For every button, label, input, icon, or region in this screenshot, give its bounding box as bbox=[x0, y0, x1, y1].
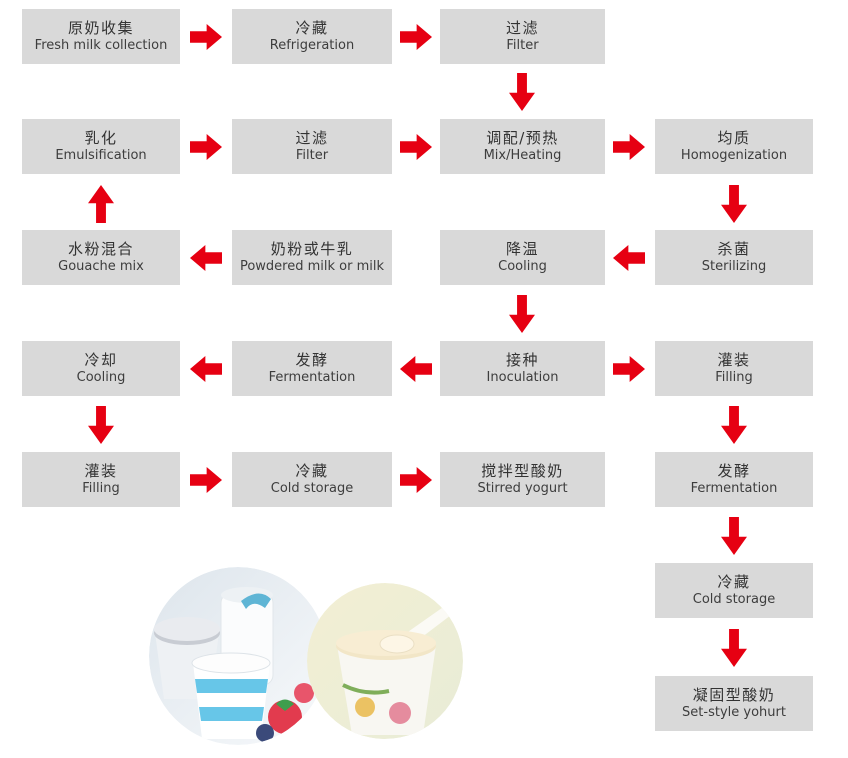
arrow-left-icon bbox=[613, 245, 645, 271]
step-label-zh: 杀菌 bbox=[717, 240, 751, 258]
step-label-zh: 发酵 bbox=[717, 462, 751, 480]
step-label-en: Cold storage bbox=[692, 592, 776, 607]
yogurt-cup-spoon-photo bbox=[307, 583, 463, 739]
flow-step-filling-right: 灌装 Filling bbox=[655, 341, 813, 396]
step-label-en: Cooling bbox=[76, 370, 126, 385]
step-label-en: Gouache mix bbox=[58, 259, 144, 274]
arrow-left-icon bbox=[190, 245, 222, 271]
flow-step-cooling-down: 降温 Cooling bbox=[440, 230, 605, 285]
flow-step-cold-storage-right: 冷藏 Cold storage bbox=[655, 563, 813, 618]
yogurt-cups-illustration bbox=[149, 567, 327, 745]
flow-step-gouache-mix: 水粉混合 Gouache mix bbox=[22, 230, 180, 285]
flow-step-powdered-milk: 奶粉或牛乳 Powdered milk or milk bbox=[232, 230, 392, 285]
step-label-en: Filling bbox=[82, 481, 120, 496]
blue-spoon-icon bbox=[241, 593, 271, 609]
flow-step-filter-top: 过滤 Filter bbox=[440, 9, 605, 64]
arrow-right-icon bbox=[190, 467, 222, 493]
step-label-en: Powdered milk or milk bbox=[239, 259, 385, 274]
step-label-zh: 灌装 bbox=[717, 351, 751, 369]
arrow-up-icon bbox=[88, 185, 114, 223]
arrow-left-icon bbox=[190, 356, 222, 382]
step-label-zh: 过滤 bbox=[505, 19, 539, 37]
step-label-zh: 乳化 bbox=[84, 129, 118, 147]
arrow-down-icon bbox=[721, 517, 747, 555]
flow-step-refrigeration: 冷藏 Refrigeration bbox=[232, 9, 392, 64]
flow-step-cold-storage-mid: 冷藏 Cold storage bbox=[232, 452, 392, 507]
step-label-zh: 调配/预热 bbox=[486, 129, 559, 147]
step-label-en: Sterilizing bbox=[701, 259, 767, 274]
step-label-zh: 凝固型酸奶 bbox=[692, 686, 776, 704]
step-label-en: Homogenization bbox=[680, 148, 788, 163]
step-label-zh: 冷藏 bbox=[295, 19, 329, 37]
flow-step-filter-mid: 过滤 Filter bbox=[232, 119, 392, 174]
arrow-down-icon bbox=[509, 73, 535, 111]
step-label-zh: 冷藏 bbox=[717, 573, 751, 591]
step-label-en: Cooling bbox=[498, 259, 547, 274]
yogurt-cups-photo bbox=[149, 567, 327, 745]
arrow-right-icon bbox=[400, 24, 432, 50]
step-label-zh: 奶粉或牛乳 bbox=[270, 240, 354, 258]
step-label-zh: 水粉混合 bbox=[67, 240, 134, 258]
flow-step-homogenization: 均质 Homogenization bbox=[655, 119, 813, 174]
step-label-zh: 均质 bbox=[717, 129, 751, 147]
flow-step-stirred-yogurt: 搅拌型酸奶 Stirred yogurt bbox=[440, 452, 605, 507]
foil-lid-icon bbox=[154, 617, 220, 641]
arrow-right-icon bbox=[400, 134, 432, 160]
flow-step-fermentation-right: 发酵 Fermentation bbox=[655, 452, 813, 507]
flow-step-filling-left: 灌装 Filling bbox=[22, 452, 180, 507]
step-label-zh: 冷却 bbox=[84, 351, 118, 369]
step-label-en: Cold storage bbox=[270, 481, 354, 496]
flow-step-cooling: 冷却 Cooling bbox=[22, 341, 180, 396]
step-label-en: Filling bbox=[715, 370, 753, 385]
arrow-down-icon bbox=[721, 185, 747, 223]
arrow-right-icon bbox=[613, 134, 645, 160]
flow-step-inoculation: 接种 Inoculation bbox=[440, 341, 605, 396]
step-label-en: Inoculation bbox=[486, 370, 559, 385]
step-label-en: Filter bbox=[506, 38, 539, 53]
step-label-en: Fermentation bbox=[268, 370, 356, 385]
arrow-right-icon bbox=[400, 467, 432, 493]
flow-step-set-style-yogurt: 凝固型酸奶 Set-style yohurt bbox=[655, 676, 813, 731]
yogurt-cup-spoon-illustration bbox=[307, 583, 463, 739]
strawberry-icon bbox=[268, 700, 302, 734]
arrow-down-icon bbox=[509, 295, 535, 333]
step-label-en: Filter bbox=[295, 148, 329, 163]
blueberry-icon bbox=[256, 724, 274, 742]
flow-step-fermentation-mid: 发酵 Fermentation bbox=[232, 341, 392, 396]
step-label-zh: 发酵 bbox=[295, 351, 329, 369]
step-label-en: Emulsification bbox=[55, 148, 147, 163]
flow-step-mix-heating: 调配/预热 Mix/Heating bbox=[440, 119, 605, 174]
step-label-zh: 原奶收集 bbox=[67, 19, 134, 37]
step-label-en: Mix/Heating bbox=[483, 148, 562, 163]
step-label-zh: 降温 bbox=[505, 240, 539, 258]
arrow-right-icon bbox=[190, 134, 222, 160]
arrow-right-icon bbox=[190, 24, 222, 50]
step-label-zh: 冷藏 bbox=[295, 462, 329, 480]
flow-step-fresh-milk-collection: 原奶收集 Fresh milk collection bbox=[22, 9, 180, 64]
step-label-en: Fresh milk collection bbox=[34, 38, 168, 53]
arrow-down-icon bbox=[721, 629, 747, 667]
step-label-zh: 过滤 bbox=[295, 129, 329, 147]
arrow-right-icon bbox=[613, 356, 645, 382]
flow-step-emulsification: 乳化 Emulsification bbox=[22, 119, 180, 174]
step-label-zh: 灌装 bbox=[84, 462, 118, 480]
step-label-en: Stirred yogurt bbox=[477, 481, 568, 496]
step-label-en: Set-style yohurt bbox=[682, 705, 786, 720]
step-label-en: Refrigeration bbox=[269, 38, 355, 53]
step-label-zh: 搅拌型酸奶 bbox=[481, 462, 564, 480]
arrow-left-icon bbox=[400, 356, 432, 382]
arrow-down-icon bbox=[88, 406, 114, 444]
step-label-zh: 接种 bbox=[505, 351, 539, 369]
arrow-down-icon bbox=[721, 406, 747, 444]
flow-step-sterilizing: 杀菌 Sterilizing bbox=[655, 230, 813, 285]
step-label-en: Fermentation bbox=[690, 481, 778, 496]
